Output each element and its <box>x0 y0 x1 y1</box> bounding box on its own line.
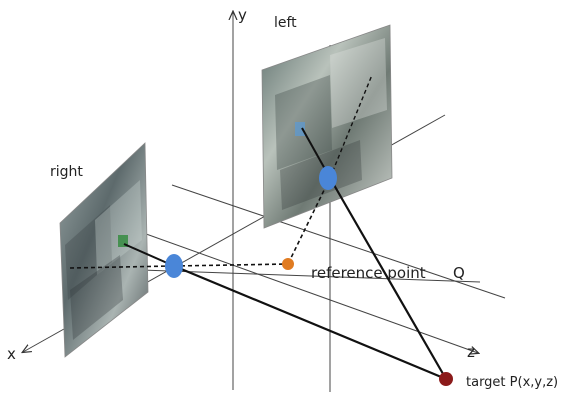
right-camera-center <box>165 254 183 278</box>
right-camera-label: right <box>50 164 83 180</box>
target-point-label: target P(x,y,z) <box>466 375 558 390</box>
axis-y-label: y <box>238 6 247 24</box>
axis-x-label: x <box>7 345 16 363</box>
ray-left-camera-to-target <box>329 177 447 380</box>
ray-right-image-dashed <box>69 265 173 269</box>
reference-point-symbol: Q <box>453 264 465 282</box>
left-camera-label: left <box>274 15 297 31</box>
left-camera-center <box>319 166 337 190</box>
axis-z-label: z <box>467 343 475 361</box>
left-image-plane <box>261 24 393 229</box>
projection-rays <box>69 74 447 381</box>
ray-right-camera-to-reference <box>173 263 289 267</box>
epipolar-line-1 <box>171 184 506 299</box>
ray-left-camera-to-reference <box>287 177 331 265</box>
right-image-plane <box>59 142 149 358</box>
reference-point-label: reference point <box>311 264 426 282</box>
target-point-p <box>439 372 453 386</box>
ray-right-camera-to-target <box>173 264 447 381</box>
reference-point-q <box>282 258 294 270</box>
epipolar-line-2 <box>84 267 481 283</box>
z-axis-line <box>134 229 478 353</box>
ray-left-image-dashed <box>329 74 373 179</box>
